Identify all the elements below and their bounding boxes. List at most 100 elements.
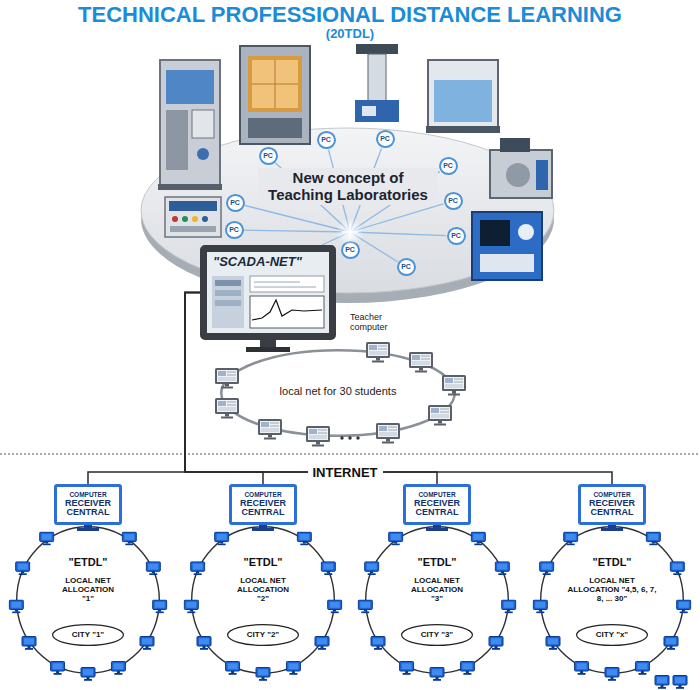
student-computer bbox=[258, 419, 282, 440]
trainer-unit bbox=[472, 212, 542, 280]
monitor-screen bbox=[254, 282, 300, 283]
student-computer bbox=[366, 342, 390, 363]
city-computer bbox=[533, 524, 690, 681]
platform-caption-box: New concept of Teaching Laboratories bbox=[258, 168, 438, 205]
allocation-label: LOCAL NET ALLOCATION "3" bbox=[405, 576, 469, 604]
allocation-label-box: LOCAL NET ALLOCATION "1" bbox=[56, 576, 120, 604]
pc-node: PC bbox=[397, 258, 416, 276]
city-label-box: CITY "2" bbox=[229, 630, 297, 639]
furnace-cabinet bbox=[252, 84, 298, 85]
title-box: TECHNICAL PROFESSIONAL DISTANCE LEARNING bbox=[0, 2, 700, 27]
control-panel bbox=[192, 216, 198, 222]
monitor-screen bbox=[254, 287, 316, 288]
city-ellipse-outline bbox=[577, 625, 648, 646]
monitor-screen bbox=[250, 276, 324, 292]
city-ellipse-outline bbox=[228, 625, 299, 646]
city-ellipse-outline bbox=[402, 625, 473, 646]
lab-machine bbox=[536, 160, 548, 190]
pc-node: PC bbox=[259, 147, 278, 165]
city-computer bbox=[111, 662, 125, 675]
city-net-ring-outline bbox=[541, 527, 684, 674]
ellipsis-dots bbox=[340, 436, 343, 439]
student-computer bbox=[215, 398, 239, 419]
column-unit bbox=[356, 44, 398, 54]
lab-machine bbox=[166, 70, 214, 104]
pc-label-box: PC bbox=[318, 136, 335, 144]
furnace-cabinet bbox=[252, 60, 298, 108]
city-computer bbox=[16, 562, 30, 575]
platform-caption: New concept of Teaching Laboratories bbox=[258, 168, 438, 205]
pc-label-box: PC bbox=[342, 246, 359, 254]
monitor-screen bbox=[215, 290, 241, 296]
control-panel bbox=[169, 201, 217, 211]
trainer-unit bbox=[518, 224, 534, 240]
internet-label: INTERNET bbox=[308, 466, 383, 481]
etdl-label-box: "ETDL" bbox=[387, 556, 487, 569]
monitor-screen bbox=[207, 252, 329, 333]
receiver-heading-box: COMPUTER bbox=[584, 491, 640, 498]
etdl-label: "ETDL" bbox=[562, 556, 662, 569]
control-panel bbox=[182, 216, 188, 222]
control-panel bbox=[165, 197, 221, 237]
pc-node: PC bbox=[439, 157, 458, 175]
city-computer bbox=[655, 676, 687, 689]
ellipsis-dots bbox=[348, 436, 351, 439]
student-computer bbox=[306, 426, 330, 447]
city-ellipse: CITY "1" bbox=[52, 624, 124, 646]
city-net-ring: "ETDL" LOCAL NET ALLOCATION "4,5, 6, 7, 8… bbox=[540, 526, 684, 674]
receiver-name-box: RECEIVER CENTRAL bbox=[60, 499, 116, 518]
city-computer bbox=[9, 600, 23, 613]
column-unit bbox=[355, 44, 399, 122]
lab-machine bbox=[490, 138, 552, 198]
pc-label: PC bbox=[260, 152, 277, 160]
pc-node: PC bbox=[317, 131, 336, 149]
etdl-label: "ETDL" bbox=[213, 556, 313, 569]
pc-label-box: PC bbox=[227, 199, 244, 207]
network-link bbox=[88, 293, 200, 485]
city-label-box: CITY "1" bbox=[54, 630, 122, 639]
pc-label-box: PC bbox=[440, 162, 457, 170]
city-label: CITY "2" bbox=[229, 630, 297, 639]
pc-node-outline bbox=[226, 222, 243, 238]
ellipsis-dots bbox=[356, 436, 359, 439]
scada-title: "SCADA-NET" bbox=[213, 255, 325, 270]
trainer-unit bbox=[480, 254, 534, 272]
pc-label: PC bbox=[342, 246, 359, 254]
monitor-screen bbox=[252, 300, 322, 320]
etdl-label-box: "ETDL" bbox=[562, 556, 662, 569]
city-label-box: CITY "x" bbox=[578, 630, 646, 639]
student-computer bbox=[428, 405, 452, 426]
pc-node-outline bbox=[398, 259, 415, 275]
pc-label-box: PC bbox=[398, 263, 415, 271]
pc-node-outline bbox=[318, 132, 335, 148]
control-panel bbox=[202, 216, 208, 222]
pc-node-outline bbox=[260, 148, 277, 164]
water-tank bbox=[434, 80, 492, 122]
pc-node-outline bbox=[342, 242, 359, 258]
receiver-name-box: RECEIVER CENTRAL bbox=[584, 499, 640, 518]
net-caption: local net for 30 students bbox=[258, 385, 418, 398]
lab-machine bbox=[490, 150, 552, 198]
teacher-monitor: "SCADA-NET"Teacher computer bbox=[200, 245, 336, 340]
monitor-screen bbox=[212, 276, 244, 328]
monitor-screen bbox=[250, 296, 324, 328]
column-unit bbox=[355, 100, 399, 122]
control-panel bbox=[165, 197, 221, 237]
receiver-heading-box: COMPUTER bbox=[60, 491, 116, 498]
receiver-heading: COMPUTER bbox=[584, 491, 640, 498]
monitor-screen bbox=[207, 252, 329, 333]
lab-machine bbox=[506, 163, 530, 187]
receiver-heading: COMPUTER bbox=[235, 491, 291, 498]
pc-node-outline bbox=[227, 195, 244, 211]
allocation-label: LOCAL NET ALLOCATION "4,5, 6, 7, 8, ... … bbox=[564, 576, 660, 604]
lab-machine bbox=[500, 138, 530, 152]
city-ellipse: CITY "3" bbox=[401, 624, 473, 646]
monitor-stand bbox=[260, 340, 276, 348]
city-net-ring-outline bbox=[17, 527, 160, 674]
network-link bbox=[185, 293, 437, 485]
hub-glow bbox=[336, 218, 364, 246]
pc-node-outline bbox=[445, 193, 462, 209]
network-link bbox=[185, 293, 612, 485]
pc-node: PC bbox=[226, 194, 245, 212]
